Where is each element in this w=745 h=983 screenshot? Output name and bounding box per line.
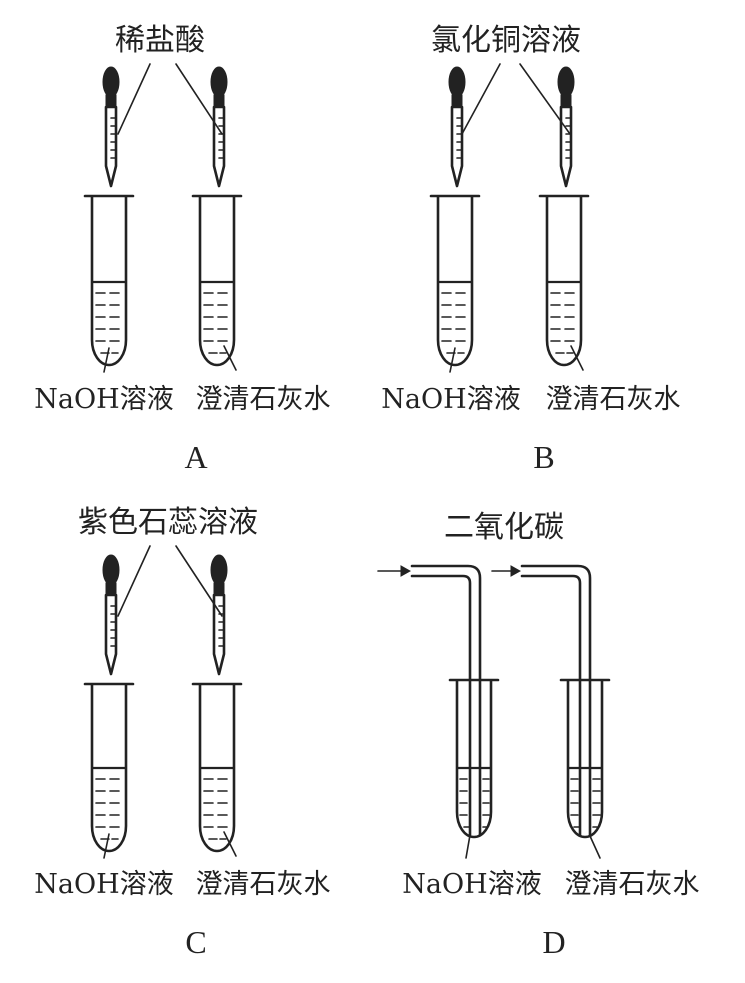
reagent-label: 紫色石蕊溶液 xyxy=(78,505,258,540)
test-tube-icon xyxy=(559,678,611,859)
dropper-icon xyxy=(102,554,120,676)
dropper-icon xyxy=(448,66,466,188)
left-tube-label: NaOH溶液 xyxy=(402,869,541,900)
panel-c: 紫色石蕊溶液 NaOH溶液 澄清石灰水 C xyxy=(34,505,330,960)
arrow-right-icon xyxy=(377,565,412,577)
reagent-leader-lines xyxy=(117,63,223,135)
right-tube-label: 澄清石灰水 xyxy=(565,869,700,900)
test-tube-icon xyxy=(83,194,135,373)
test-tube-icon xyxy=(191,194,243,371)
reagent-leader-lines xyxy=(461,63,571,135)
gas-delivery-tube-icon xyxy=(410,564,482,837)
test-tube-icon xyxy=(448,678,500,859)
left-tube-label: NaOH溶液 xyxy=(381,384,520,415)
gas-delivery-tube-icon xyxy=(520,564,592,837)
reagent-label: 氯化铜溶液 xyxy=(431,23,581,58)
reagent-leader-lines xyxy=(117,545,223,617)
panel-b: 氯化铜溶液 NaOH溶液 澄清石灰水 B xyxy=(381,23,680,475)
dropper-icon xyxy=(102,66,120,188)
panel-letter: D xyxy=(542,924,565,960)
test-tube-icon xyxy=(191,682,243,857)
test-tube-icon xyxy=(83,682,135,859)
arrow-right-icon xyxy=(491,565,522,577)
panel-letter: A xyxy=(184,439,207,475)
right-tube-label: 澄清石灰水 xyxy=(196,869,331,900)
left-tube-label: NaOH溶液 xyxy=(34,869,173,900)
test-tube-icon xyxy=(429,194,481,373)
right-tube-label: 澄清石灰水 xyxy=(196,384,331,415)
test-tube-icon xyxy=(538,194,590,371)
dropper-icon xyxy=(210,66,228,188)
right-tube-label: 澄清石灰水 xyxy=(546,384,681,415)
panel-letter: C xyxy=(185,924,206,960)
panel-letter: B xyxy=(533,439,554,475)
dropper-icon xyxy=(210,554,228,676)
panel-a: 稀盐酸 NaOH溶液 澄清石灰水 A xyxy=(34,23,330,475)
reagent-label: 稀盐酸 xyxy=(115,23,205,58)
reagent-label: 二氧化碳 xyxy=(444,510,564,545)
left-tube-label: NaOH溶液 xyxy=(34,384,173,415)
panel-d: 二氧化碳 NaOH xyxy=(377,510,700,960)
dropper-icon xyxy=(557,66,575,188)
